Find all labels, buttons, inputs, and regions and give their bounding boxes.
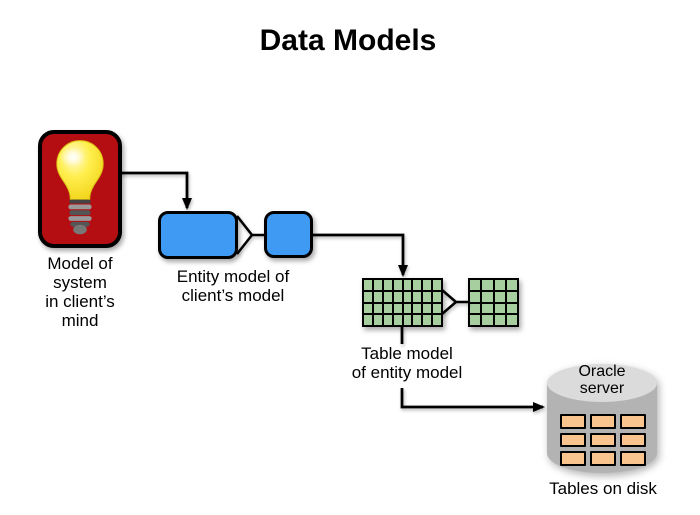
table-cell: [393, 303, 402, 314]
table-model-label: Table model of entity model: [307, 344, 507, 382]
entity-model-label: Entity model of client’s model: [176, 267, 290, 305]
table-cell: [423, 315, 432, 325]
table-cell: [393, 291, 402, 302]
table-cell: [470, 303, 481, 314]
table-cell: [393, 280, 402, 290]
table-cell: [383, 303, 392, 314]
table-cell: [506, 291, 517, 302]
table-cell: [433, 280, 441, 290]
table-grid-small: [468, 278, 519, 327]
table-cell: [433, 315, 441, 325]
table-cell: [433, 291, 441, 302]
mind-model-label: Model of system in client’s mind: [45, 254, 115, 330]
table-cell: [413, 315, 422, 325]
table-cell: [364, 303, 372, 314]
table-cell: [620, 451, 646, 466]
table-cell: [470, 291, 481, 302]
table-cell: [373, 303, 382, 314]
table-cell: [413, 291, 422, 302]
crowsfoot-entity-icon: [236, 215, 265, 255]
table-cell: [506, 303, 517, 314]
crowsfoot-table-icon: [441, 289, 469, 315]
table-cell: [413, 303, 422, 314]
table-cell: [373, 280, 382, 290]
table-cell: [373, 315, 382, 325]
arrow-mind-to-entity: [119, 171, 192, 210]
table-cell: [560, 414, 586, 429]
table-cell: [494, 315, 505, 325]
table-cell: [560, 451, 586, 466]
table-cell: [470, 280, 481, 290]
table-cell: [403, 303, 412, 314]
table-cell: [494, 291, 505, 302]
table-cell: [383, 280, 392, 290]
table-cell: [482, 280, 493, 290]
table-cell: [423, 303, 432, 314]
table-cell: [413, 280, 422, 290]
disk-tables-grid: [560, 414, 646, 466]
light-bulb-icon: [56, 140, 104, 235]
table-cell: [383, 315, 392, 325]
table-cell: [403, 291, 412, 302]
table-cell: [620, 414, 646, 429]
table-cell: [403, 315, 412, 325]
entity-box-small: [264, 211, 313, 258]
table-cell: [560, 432, 586, 448]
table-cell: [364, 315, 372, 325]
arrow-table-to-disk: [400, 388, 545, 412]
table-cell: [403, 280, 412, 290]
entity-box-large: [158, 211, 238, 259]
table-cell: [494, 303, 505, 314]
table-cell: [373, 291, 382, 302]
mind-model-box: [38, 130, 122, 248]
oracle-server-label: Oracle server: [578, 363, 626, 397]
table-cell: [364, 280, 372, 290]
tables-on-disk-label: Tables on disk: [549, 479, 657, 498]
table-cell: [620, 432, 646, 448]
table-cell: [590, 414, 616, 429]
table-cell: [506, 280, 517, 290]
table-cell: [383, 291, 392, 302]
table-cell: [470, 315, 481, 325]
table-cell: [423, 280, 432, 290]
table-cell: [590, 432, 616, 448]
table-cell: [506, 315, 517, 325]
table-cell: [482, 315, 493, 325]
table-cell: [393, 315, 402, 325]
diagram-title: Data Models: [259, 24, 437, 57]
table-cell: [364, 291, 372, 302]
table-cell: [494, 280, 505, 290]
table-cell: [482, 291, 493, 302]
table-cell: [423, 291, 432, 302]
table-cell: [482, 303, 493, 314]
table-cell: [433, 303, 441, 314]
table-grid-large: [362, 278, 443, 327]
table-cell: [590, 451, 616, 466]
